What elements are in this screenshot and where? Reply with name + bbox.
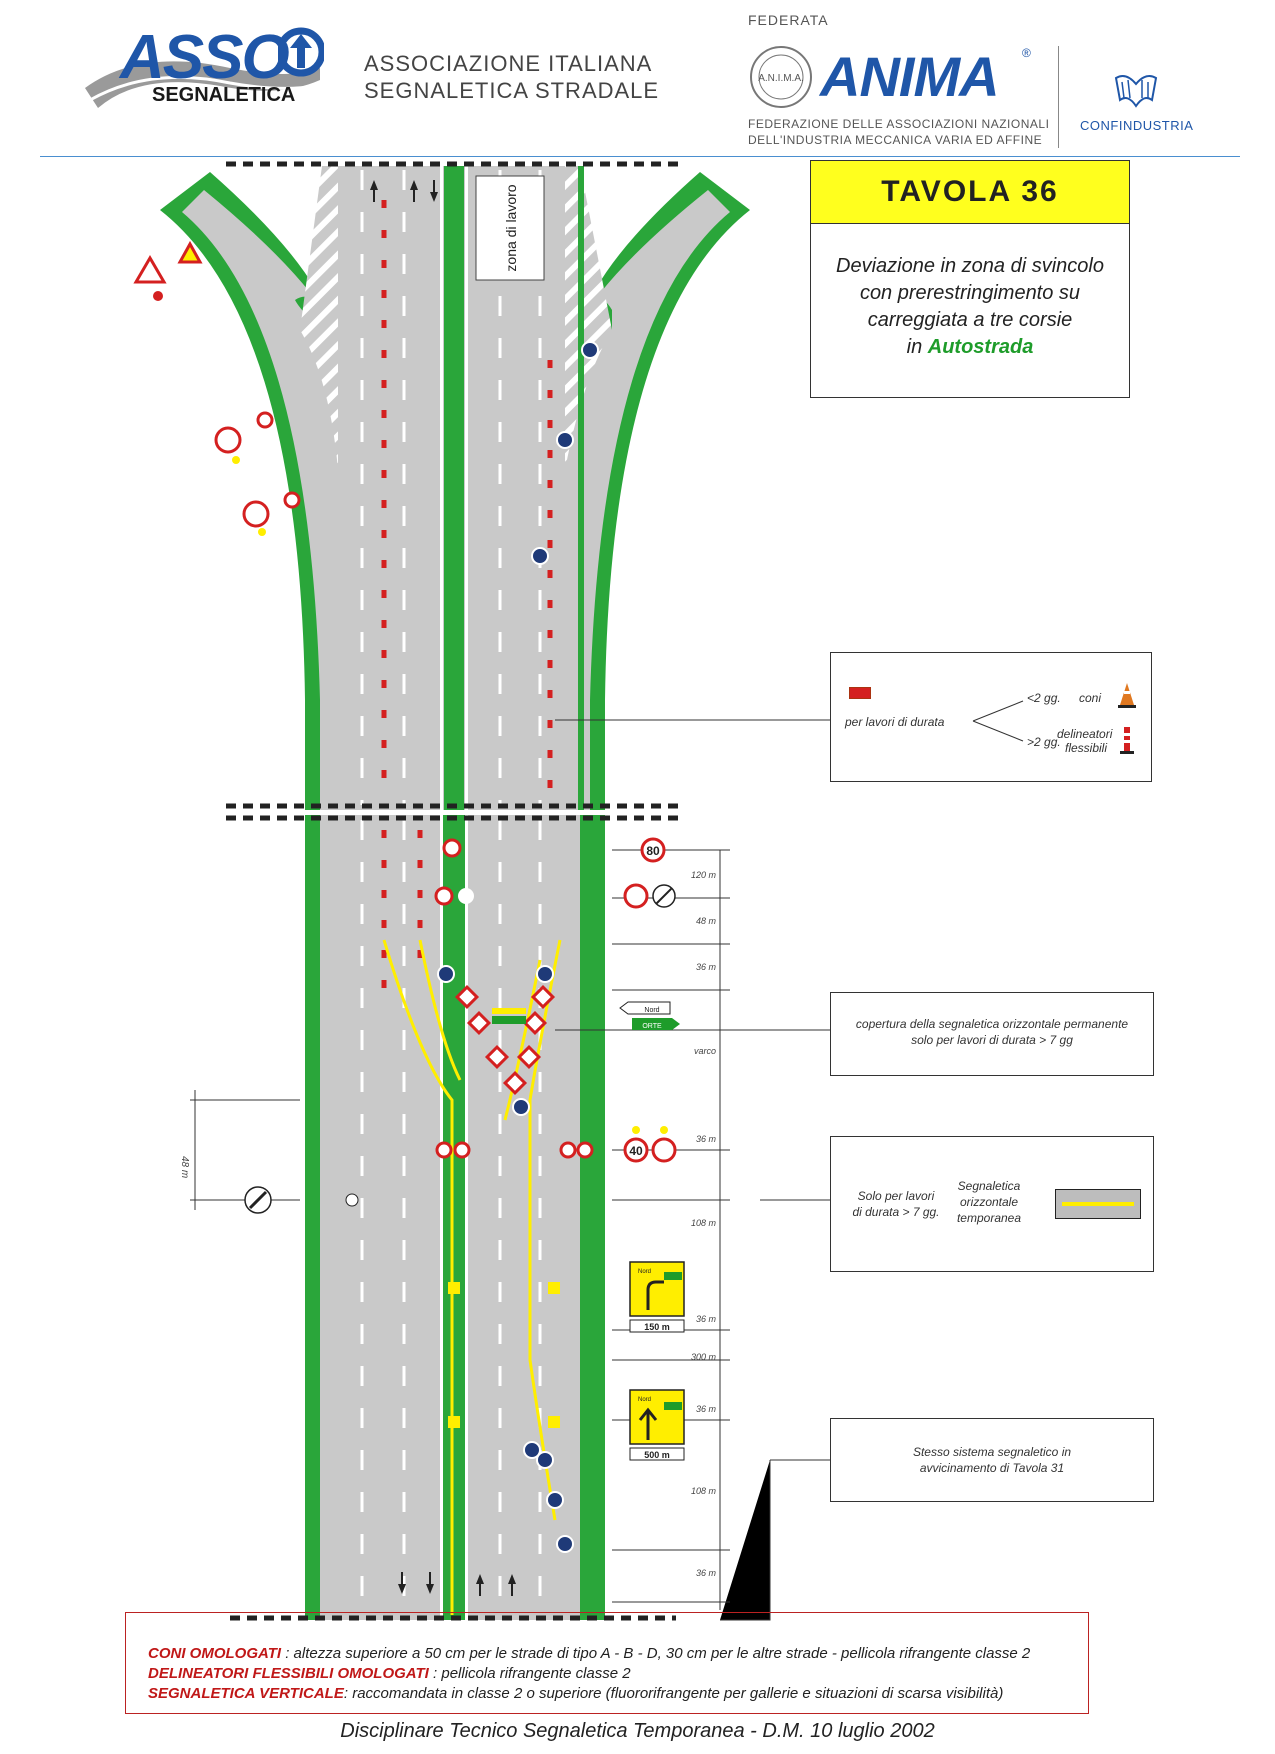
svg-text:48 m: 48 m <box>179 1156 190 1178</box>
svg-text:36 m: 36 m <box>696 1404 717 1414</box>
work-zone-label: zona di lavoro <box>503 184 519 271</box>
anima-registered-mark: ® <box>1022 46 1031 60</box>
asso-logo-subtext: SEGNALETICA <box>152 84 296 106</box>
confindustria-label: CONFINDUSTRIA <box>1080 118 1194 133</box>
temporary-marking-sample <box>1055 1189 1141 1219</box>
tavola-description: Deviazione in zona di svincolo con prere… <box>836 255 1104 358</box>
svg-text:ORTE: ORTE <box>642 1023 662 1030</box>
delineator-icon <box>1120 727 1134 754</box>
svg-text:80: 80 <box>646 844 660 858</box>
roadside-signs-right: 80 40 Nord ORTE Nord 150 m Nord 500 m <box>619 837 685 1461</box>
tavola-panel: TAVOLA 36 Deviazione in zona di svincolo… <box>810 160 1130 398</box>
anima-logo-text: ANIMA <box>820 45 1000 108</box>
asso-arrow-icon <box>278 27 324 77</box>
duration-legend-box: per lavori di durata <2 gg. coni >2 gg. … <box>830 652 1152 782</box>
svg-text:A.N.I.M.A.: A.N.I.M.A. <box>758 73 804 84</box>
confindustria-eagle-icon <box>1114 75 1158 108</box>
svg-text:108 m: 108 m <box>691 1486 717 1496</box>
federata-label: FEDERATA <box>748 12 829 28</box>
svg-text:500 m: 500 m <box>644 1450 670 1460</box>
svg-text:36 m: 36 m <box>696 962 717 972</box>
svg-text:108 m: 108 m <box>691 1218 717 1228</box>
tavola31-reference-box: Stesso sistema segnaletico in avviciname… <box>830 1418 1154 1502</box>
svg-text:150 m: 150 m <box>644 1322 670 1332</box>
svg-text:36 m: 36 m <box>696 1568 717 1578</box>
asso-logo-swoosh <box>85 61 320 108</box>
footer-text: Disciplinare Tecnico Segnaletica Tempora… <box>340 1720 935 1742</box>
asso-logo-text: ASSO <box>120 23 290 92</box>
association-name: ASSOCIAZIONE ITALIANA SEGNALETICA STRADA… <box>364 51 660 103</box>
anima-badge-icon: A.N.I.M.A. <box>750 46 812 108</box>
svg-text:Nord: Nord <box>638 1397 651 1403</box>
svg-text:Nord: Nord <box>644 1007 659 1014</box>
svg-text:varco: varco <box>694 1046 716 1056</box>
svg-text:120 m: 120 m <box>691 870 717 880</box>
svg-text:40: 40 <box>629 1144 643 1158</box>
temporary-marking-box: Solo per lavori di durata > 7 gg. Segnal… <box>830 1136 1154 1272</box>
copertura-box: copertura della segnaletica orizzontale … <box>830 992 1154 1076</box>
svg-text:36 m: 36 m <box>696 1314 717 1324</box>
federation-description: FEDERAZIONE DELLE ASSOCIAZIONI NAZIONALI… <box>748 117 1050 147</box>
svg-text:300 m: 300 m <box>691 1352 717 1362</box>
roadside-signs-left <box>133 240 301 536</box>
tavola-title: TAVOLA 36 <box>811 161 1129 224</box>
legend-panel: CONI OMOLOGATI : altezza superiore a 50 … <box>125 1612 1089 1714</box>
header-rule <box>40 156 1240 157</box>
header-separator <box>1058 46 1059 148</box>
svg-text:48 m: 48 m <box>696 916 717 926</box>
svg-text:Nord: Nord <box>638 1269 651 1275</box>
svg-text:36 m: 36 m <box>696 1134 717 1144</box>
cone-icon <box>1118 683 1136 708</box>
